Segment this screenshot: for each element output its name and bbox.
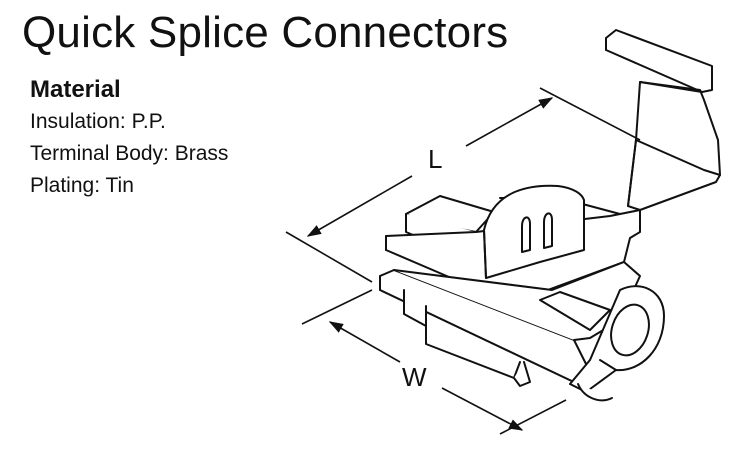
terminal-body-line: Terminal Body: Brass [30, 142, 229, 165]
body-front [379, 261, 641, 387]
material-spec: Material Insulation: P.P. Terminal Body:… [30, 74, 228, 202]
blade-cap [483, 184, 585, 279]
material-heading: Material [30, 76, 121, 103]
dimension-w-label: W [402, 362, 427, 392]
wire-entry [569, 285, 665, 402]
plating-line: Plating: Tin [30, 174, 134, 197]
insulation-line: Insulation: P.P. [30, 110, 166, 133]
page-title: Quick Splice Connectors [22, 8, 509, 57]
dimension-l [285, 87, 641, 283]
dimension-w [301, 289, 567, 435]
latch-lid [605, 29, 721, 211]
dimension-l-label: L [428, 144, 442, 174]
